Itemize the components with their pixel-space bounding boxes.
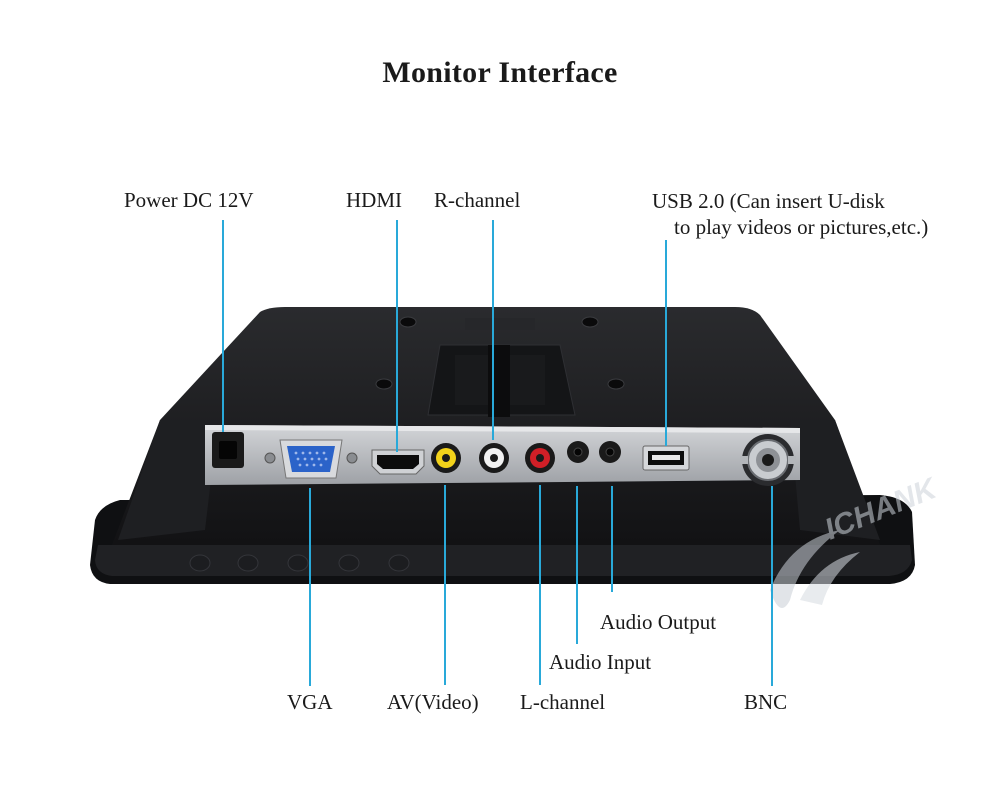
label-r-channel: R-channel	[434, 188, 521, 212]
monitor-housing	[112, 307, 880, 545]
label-audio-input: Audio Input	[549, 650, 652, 674]
rca-l-channel	[525, 443, 555, 473]
label-power-dc-12v: Power DC 12V	[124, 188, 254, 212]
bnc-connector	[740, 434, 796, 486]
leader-av-video	[444, 485, 446, 685]
leader-vga	[309, 488, 311, 686]
label-l-channel: L-channel	[520, 690, 606, 714]
mount-holes	[375, 316, 625, 390]
leader-power	[222, 220, 224, 432]
audio-input-jack	[567, 441, 589, 463]
rca-r-channel	[479, 443, 509, 473]
leader-r-channel	[492, 220, 494, 440]
leader-bnc	[771, 486, 773, 686]
power-dc-jack	[212, 432, 244, 468]
label-bnc: BNC	[744, 690, 788, 714]
leader-audio-input	[576, 486, 578, 644]
rca-av-video	[431, 443, 461, 473]
label-audio-output: Audio Output	[600, 610, 717, 634]
leader-l-channel	[539, 485, 541, 685]
page-title: Monitor Interface	[382, 56, 618, 89]
audio-output-jack	[599, 441, 621, 463]
leader-audio-output	[611, 486, 613, 592]
hdmi-port	[371, 449, 425, 475]
vga-port	[264, 439, 358, 479]
front-buttons	[189, 554, 410, 572]
label-hdmi: HDMI	[346, 188, 402, 212]
label-usb-line2: to play videos or pictures,etc.)	[674, 215, 929, 239]
label-usb-line1: USB 2.0 (Can insert U-disk	[652, 189, 885, 213]
label-vga: VGA	[287, 690, 333, 714]
leader-usb	[665, 240, 667, 446]
usb-port	[642, 445, 690, 471]
label-usb: USB 2.0 (Can insert U-disk to play video…	[652, 188, 928, 240]
leader-hdmi	[396, 220, 398, 452]
label-av-video: AV(Video)	[387, 690, 479, 714]
